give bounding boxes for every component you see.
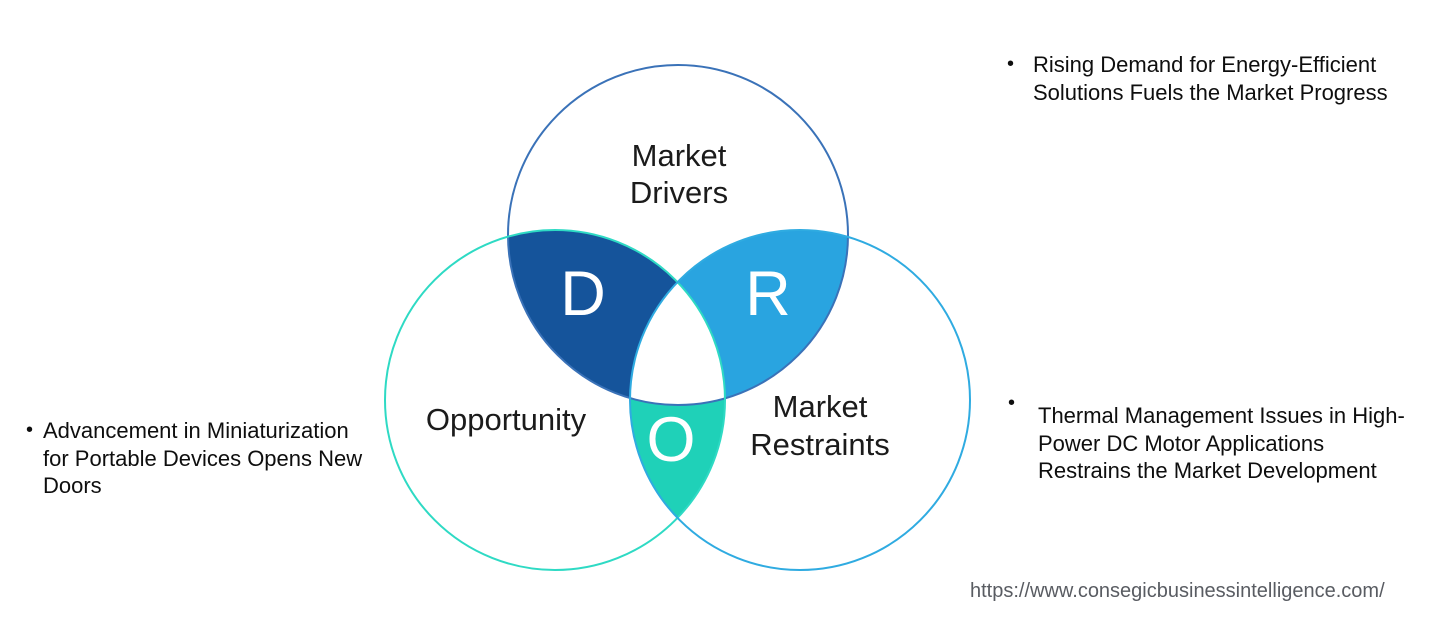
annotation-opportunity-line2: for Portable Devices Opens New — [43, 445, 363, 471]
label-market-drivers-line2: Drivers — [630, 175, 728, 210]
annotation-driver: • Rising Demand for Energy-Efficient Sol… — [1007, 51, 1388, 106]
annotation-restraint-line3: Restrains the Market Development — [1038, 458, 1377, 483]
annotation-restraint: • Thermal Management Issues in High- Pow… — [1008, 392, 1405, 485]
annotation-restraint-line2: Power DC Motor Applications — [1038, 430, 1325, 456]
bullet-icon: • — [1008, 392, 1016, 414]
circle-restraints-outline — [629, 229, 971, 571]
annotation-opportunity-line3: Doors — [43, 473, 102, 498]
annotation-opportunity-line1: Advancement in Miniaturization — [43, 418, 349, 443]
annotation-driver-text: Rising Demand for Energy-Efficient Solut… — [1033, 51, 1388, 106]
label-opportunity: Opportunity — [426, 402, 587, 437]
letter-d: D — [560, 259, 606, 329]
annotation-opportunity-text: Advancement in Miniaturization for Porta… — [43, 417, 362, 500]
annotation-restraint-line1: Thermal Management Issues in High- — [1038, 403, 1405, 428]
letter-o: O — [646, 405, 695, 475]
annotation-driver-line1: Rising Demand for Energy-Efficient — [1033, 52, 1377, 77]
annotation-restraint-text: Thermal Management Issues in High- Power… — [1038, 402, 1405, 485]
bullet-icon: • — [1007, 53, 1015, 75]
annotation-driver-line2: Solutions Fuels the Market Progress — [1033, 79, 1388, 105]
source-url: https://www.consegicbusinessintelligence… — [970, 580, 1385, 602]
letter-r: R — [745, 259, 791, 329]
circle-drivers-outline — [507, 64, 849, 406]
annotation-opportunity: • Advancement in Miniaturization for Por… — [26, 417, 362, 500]
circle-opportunity-outline — [384, 229, 726, 571]
label-market-restraints-line2: Restraints — [750, 427, 890, 462]
label-market-restraints-line1: Market — [773, 389, 868, 424]
bullet-icon: • — [26, 419, 34, 441]
label-market-drivers-line1: Market — [632, 138, 727, 173]
